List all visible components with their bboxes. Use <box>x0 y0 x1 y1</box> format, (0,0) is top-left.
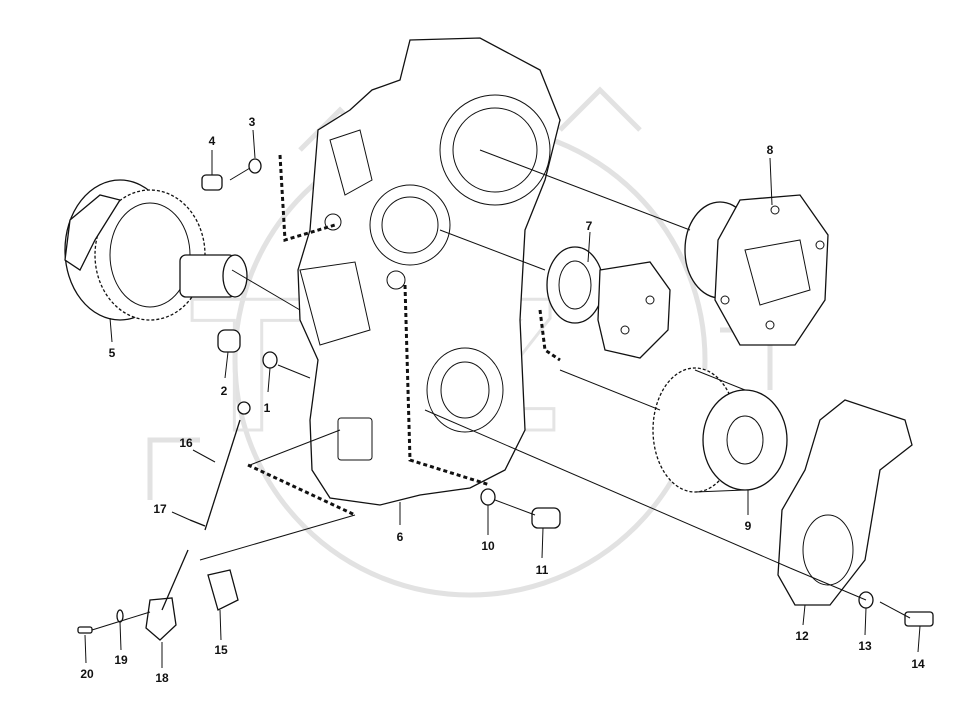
callout-10: 10 <box>481 539 495 553</box>
callout-7: 7 <box>586 219 593 233</box>
callout-1: 1 <box>264 401 271 415</box>
callout-14: 14 <box>911 657 925 671</box>
gear-assembly-9 <box>652 367 788 493</box>
cover-plate-12 <box>777 399 913 606</box>
callout-3: 3 <box>249 115 256 129</box>
callout-15: 15 <box>214 643 228 657</box>
transfer-case-housing <box>297 37 561 506</box>
gear-assembly-5 <box>64 179 248 321</box>
output-flange-7 <box>546 246 671 359</box>
callout-13: 13 <box>858 639 872 653</box>
callout-11: 11 <box>536 563 549 577</box>
small-parts <box>77 158 934 641</box>
callout-8: 8 <box>767 143 774 157</box>
leader-lines <box>84 129 921 668</box>
callout-12: 12 <box>795 629 809 643</box>
cover-assembly-8 <box>684 194 829 346</box>
callout-5: 5 <box>109 346 116 360</box>
callout-19: 19 <box>114 653 128 667</box>
callout-2: 2 <box>221 384 228 398</box>
callout-17: 17 <box>153 502 167 516</box>
callout-4: 4 <box>209 134 216 148</box>
callout-16: 16 <box>179 436 193 450</box>
callout-9: 9 <box>745 519 752 533</box>
callout-18: 18 <box>155 671 169 685</box>
callout-labels: 1 2 3 4 5 6 7 8 9 10 11 12 13 14 15 16 1… <box>80 115 925 685</box>
callout-20: 20 <box>80 667 94 681</box>
callout-6: 6 <box>397 530 404 544</box>
